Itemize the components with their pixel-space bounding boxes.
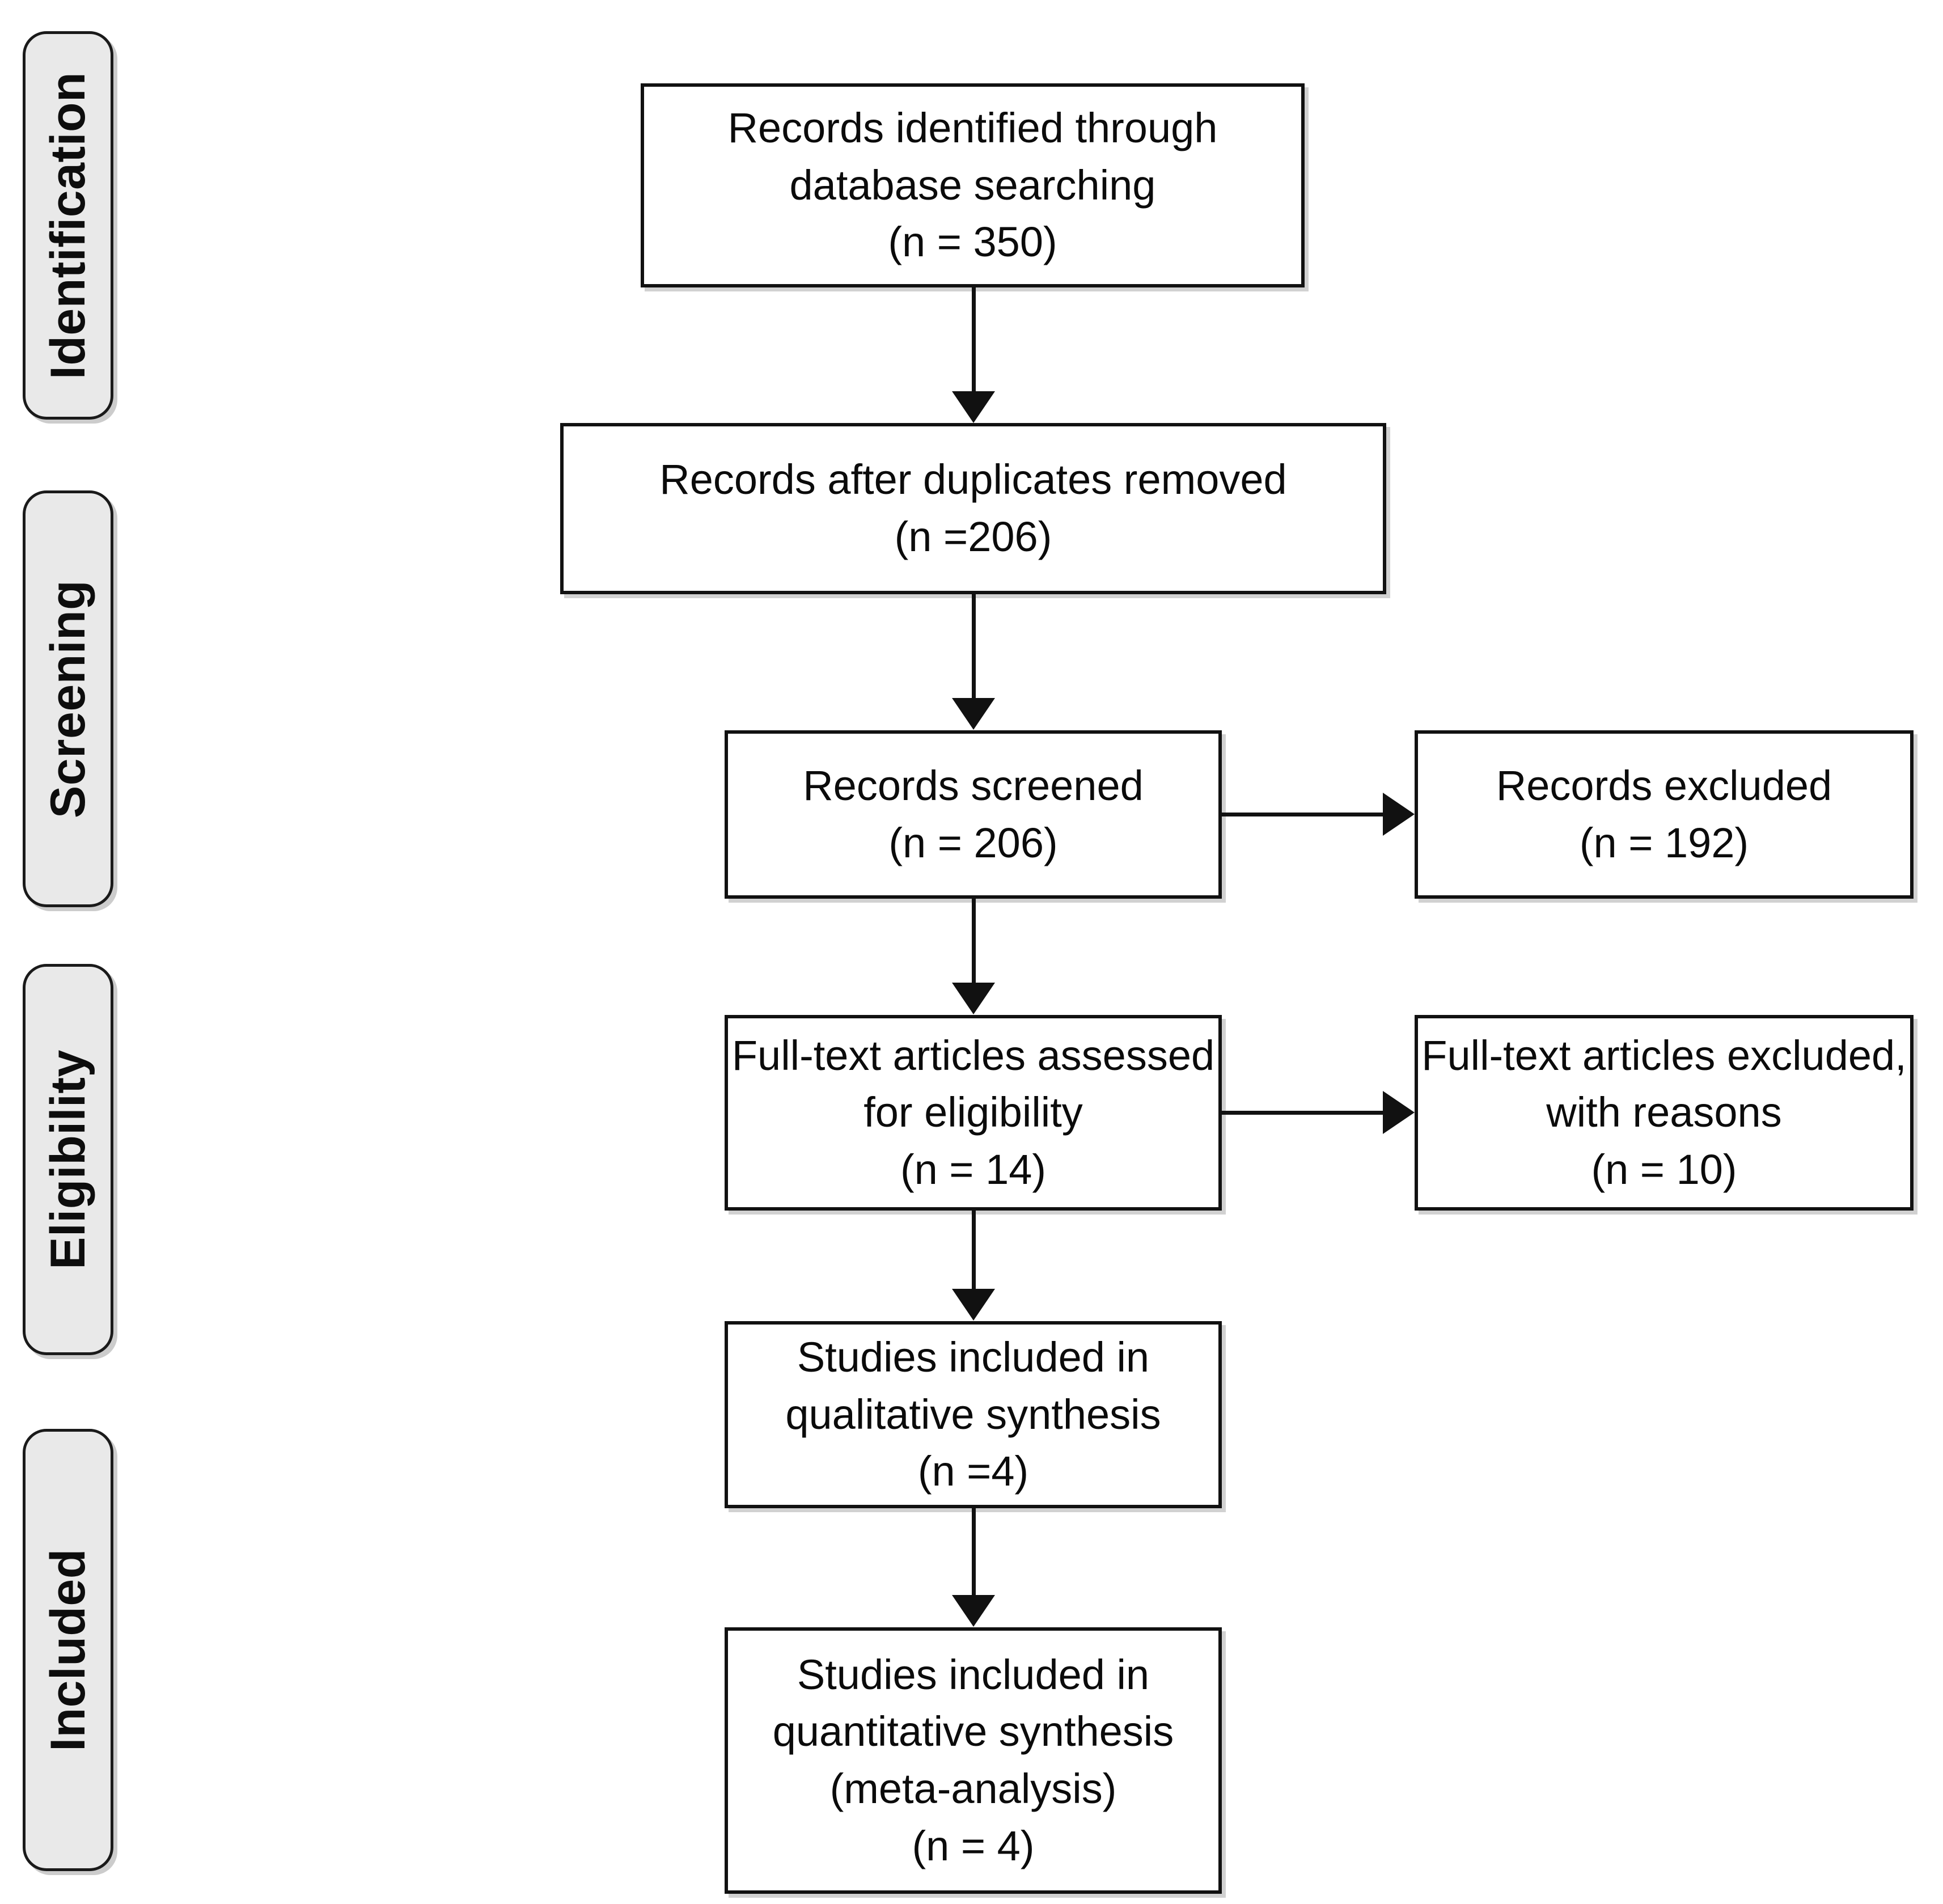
arrowhead-identified-to-duplicates: [952, 391, 995, 423]
box-records-after-duplicates-count: (n =206): [894, 513, 1052, 560]
connector-identified-to-duplicates: [972, 287, 976, 392]
connector-fulltext-to-excluded: [1222, 1111, 1384, 1115]
connector-fulltext-to-qualitative: [972, 1211, 976, 1290]
box-records-excluded-line-1: Records excluded: [1496, 761, 1832, 809]
box-fulltext-assessed: Full-text articles assessed for eligibil…: [725, 1015, 1222, 1211]
arrowhead-screened-to-fulltext: [952, 983, 995, 1014]
box-fulltext-excluded-line-2: with reasons: [1546, 1089, 1782, 1136]
box-quantitative-synthesis-count: (n = 4): [912, 1822, 1035, 1869]
box-qualitative-synthesis-count: (n =4): [917, 1448, 1029, 1495]
box-records-identified-line-2: database searching: [789, 161, 1156, 209]
box-records-identified-line-1: Records identified through: [727, 104, 1218, 152]
box-quantitative-synthesis-line-1: Studies included in: [797, 1651, 1150, 1698]
stage-bar-identification: Identification: [23, 31, 113, 420]
box-qualitative-synthesis-line-2: qualitative synthesis: [785, 1390, 1161, 1438]
box-records-identified: Records identified through database sear…: [641, 83, 1305, 287]
box-fulltext-assessed-count: (n = 14): [900, 1145, 1047, 1193]
stage-label-screening: Screening: [41, 579, 95, 818]
connector-duplicates-to-screened: [972, 594, 976, 699]
arrowhead-duplicates-to-screened: [952, 698, 995, 730]
connector-screened-to-fulltext: [972, 899, 976, 984]
stage-label-identification: Identification: [41, 71, 96, 379]
box-fulltext-excluded: Full-text articles excluded, with reason…: [1415, 1015, 1914, 1211]
connector-qualitative-to-quantitative: [972, 1508, 976, 1596]
box-fulltext-excluded-count: (n = 10): [1591, 1145, 1737, 1193]
box-quantitative-synthesis-line-2: quantitative synthesis: [772, 1708, 1174, 1755]
box-quantitative-synthesis-line-3: (meta-analysis): [829, 1765, 1117, 1812]
box-fulltext-assessed-line-1: Full-text articles assessed: [731, 1031, 1215, 1079]
box-fulltext-assessed-line-2: for eligibility: [863, 1089, 1083, 1136]
box-fulltext-excluded-line-1: Full-text articles excluded,: [1421, 1031, 1907, 1079]
box-records-screened-count: (n = 206): [888, 819, 1058, 866]
box-qualitative-synthesis-line-1: Studies included in: [797, 1334, 1150, 1381]
box-qualitative-synthesis: Studies included in qualitative synthesi…: [725, 1321, 1222, 1508]
box-records-after-duplicates: Records after duplicates removed (n =206…: [560, 423, 1386, 594]
arrowhead-fulltext-to-excluded: [1383, 1091, 1415, 1134]
stage-bar-eligibility: Eligibility: [23, 964, 113, 1355]
connector-screened-to-excluded: [1222, 813, 1384, 816]
stage-label-eligibility: Eligibility: [41, 1050, 96, 1270]
arrowhead-qualitative-to-quantitative: [952, 1595, 995, 1627]
arrowhead-screened-to-excluded: [1383, 793, 1415, 836]
box-records-screened: Records screened (n = 206): [725, 730, 1222, 899]
arrowhead-fulltext-to-qualitative: [952, 1289, 995, 1321]
box-records-screened-line-1: Records screened: [803, 761, 1144, 809]
box-records-excluded: Records excluded (n = 192): [1415, 730, 1914, 899]
stage-bar-screening: Screening: [23, 490, 113, 907]
box-records-excluded-count: (n = 192): [1579, 819, 1749, 866]
box-records-identified-count: (n = 350): [888, 218, 1057, 266]
box-quantitative-synthesis: Studies included in quantitative synthes…: [725, 1627, 1222, 1894]
box-records-after-duplicates-line-1: Records after duplicates removed: [659, 456, 1287, 503]
stage-bar-included: Included: [23, 1429, 113, 1871]
stage-label-included: Included: [41, 1548, 96, 1751]
